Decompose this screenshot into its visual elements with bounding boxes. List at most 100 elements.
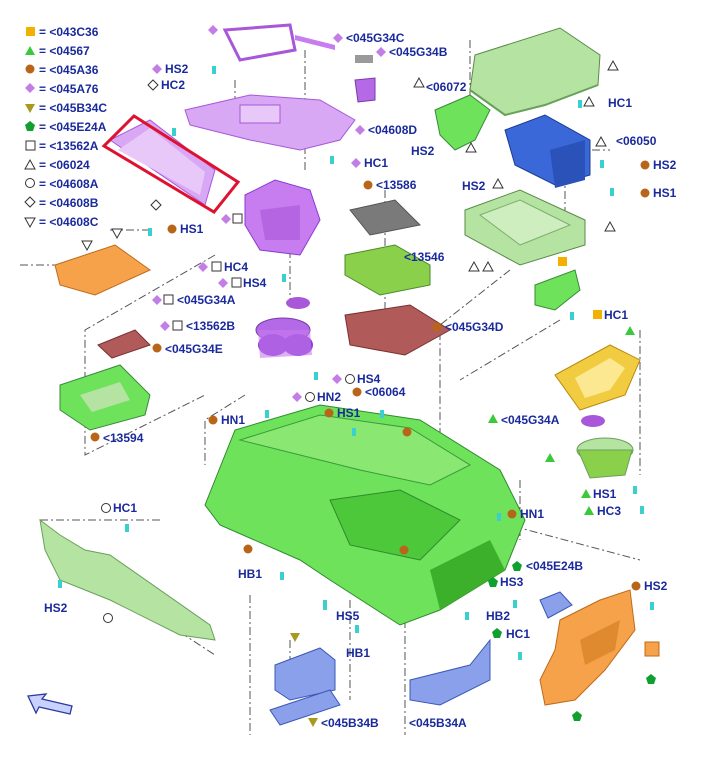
callout-hc3[interactable]: HC3 [597,504,622,518]
main-console-body-part[interactable] [204,404,526,626]
callout-hb1[interactable]: HB1 [238,567,263,581]
callout-hs2[interactable]: HS2 [653,158,677,172]
legend-symbols [24,27,36,229]
callout-06050[interactable]: <06050 [616,134,657,148]
callout-hs2[interactable]: HS2 [44,601,68,615]
callout-13546[interactable]: <13546 [404,250,445,264]
callout-hc4[interactable]: HC4 [224,260,249,274]
bin-13594-part[interactable] [59,364,151,431]
callout-hs1[interactable]: HS1 [180,222,204,236]
legend-open-diamond-icon [24,196,36,208]
callout-hs1[interactable]: HS1 [337,406,361,420]
legend-open-circle-icon [25,178,35,188]
callout-045B34B[interactable]: <045B34B [321,716,379,730]
console-box-part[interactable] [244,179,321,256]
callout-045E24B[interactable]: <045E24B [526,559,584,573]
callout-045G34A[interactable]: <045G34A [501,413,560,427]
legend-violet-diamond-icon [25,83,35,93]
bracket-06050-part[interactable] [504,114,591,188]
lid-frame-part[interactable] [464,189,586,266]
legend-entry: = <045A76 [39,82,99,96]
legend-orange-square-icon [26,27,35,36]
callout-hb2[interactable]: HB2 [486,609,511,623]
callout-hs4[interactable]: HS4 [243,276,267,290]
legend-open-square-icon [25,140,36,151]
pad-045G34E-part[interactable] [97,329,151,359]
callout-hs2[interactable]: HS2 [411,144,435,158]
fasteners [58,66,654,660]
legend-green-pentagon-icon [25,121,35,131]
cup-holder-cover-part[interactable] [354,77,376,103]
armrest-lid-part[interactable] [469,27,601,117]
callout-hs3[interactable]: HS3 [500,575,524,589]
callout-hs1[interactable]: HS1 [653,186,677,200]
callout-06072[interactable]: <06072 [426,80,467,94]
clip-part[interactable] [644,641,660,657]
console-cover-yellow-part[interactable] [554,344,641,411]
callout-06064[interactable]: <06064 [365,385,406,399]
small-pad-part[interactable] [355,55,373,63]
callout-hc1[interactable]: HC1 [113,501,138,515]
legend-entry: = <04608A [39,177,99,191]
bracket-045E24B-part[interactable] [539,591,573,619]
highlighted-panel-part[interactable] [101,114,241,214]
legend-brown-circle-icon [25,64,35,74]
marker-symbols [81,25,656,727]
bracket-045B34B-part[interactable] [269,647,341,726]
back-arrow-icon[interactable] [26,692,76,722]
cup-holder-insert-part[interactable] [255,317,313,358]
mat-045G34D-part[interactable] [344,304,451,356]
callout-hs2[interactable]: HS2 [462,179,486,193]
bracket-045B34A-part[interactable] [409,638,491,706]
callout-04608D[interactable]: <04608D [368,123,418,137]
cup-holder-right-part[interactable] [576,437,634,479]
callout-13594[interactable]: <13594 [103,431,144,445]
mat-left-orange-part[interactable] [54,244,151,296]
callout-13586[interactable]: <13586 [376,178,417,192]
callout-045G34E[interactable]: <045G34E [165,342,223,356]
side-trim-left-part[interactable] [39,518,216,641]
callout-hs4[interactable]: HS4 [357,372,381,386]
callout-hc2[interactable]: HC2 [161,78,186,92]
legend-entry: = <06024 [39,158,90,172]
upper-trim-frame-part[interactable] [184,23,356,151]
tray-13546-part[interactable] [344,244,431,296]
legend-entry: = <045A36 [39,63,99,77]
callout-hn1[interactable]: HN1 [221,413,246,427]
legend-entry: = <13562A [39,139,99,153]
callout-hn2[interactable]: HN2 [317,390,342,404]
callout-hs1[interactable]: HS1 [593,487,617,501]
legend-entry: = <043C36 [39,25,99,39]
legend-open-down-triangle-icon [24,217,36,229]
callout-13562B[interactable]: <13562B [186,319,236,333]
callout-hc1[interactable]: HC1 [364,156,389,170]
callout-045G34D[interactable]: <045G34D [445,320,504,334]
callout-hn1[interactable]: HN1 [520,507,545,521]
callout-hc1[interactable]: HC1 [506,627,531,641]
legend-green-triangle-icon [25,46,35,55]
callout-hs2[interactable]: HS2 [165,62,189,76]
cup-mat-right-part[interactable] [581,415,605,427]
legend-entry: = <045B34C [39,101,108,115]
legend-open-triangle-icon [24,158,36,170]
latch-part[interactable] [534,269,581,311]
legend-entry: = <04567 [39,44,90,58]
callout-hb1[interactable]: HB1 [346,646,371,660]
callout-045B34A[interactable]: <045B34A [409,716,467,730]
callout-hc1[interactable]: HC1 [608,96,633,110]
callout-hc1[interactable]: HC1 [604,308,629,322]
callout-hs5[interactable]: HS5 [336,609,360,623]
bracket-06072-part[interactable] [434,94,491,151]
pad-13586-part[interactable] [349,199,422,236]
legend-olive-down-triangle-icon [25,104,35,113]
side-panel-right-orange-part[interactable] [539,589,636,706]
legend-entry: = <045E24A [39,120,107,134]
legend-entry: = <04608B [39,196,99,210]
callout-045G34B[interactable]: <045G34B [389,45,448,59]
callout-hs2[interactable]: HS2 [644,579,668,593]
callout-045G34C[interactable]: <045G34C [346,31,405,45]
cup-holder-mat-part[interactable] [286,297,310,309]
callout-045G34A[interactable]: <045G34A [177,293,236,307]
legend-entry: = <04608C [39,215,99,229]
